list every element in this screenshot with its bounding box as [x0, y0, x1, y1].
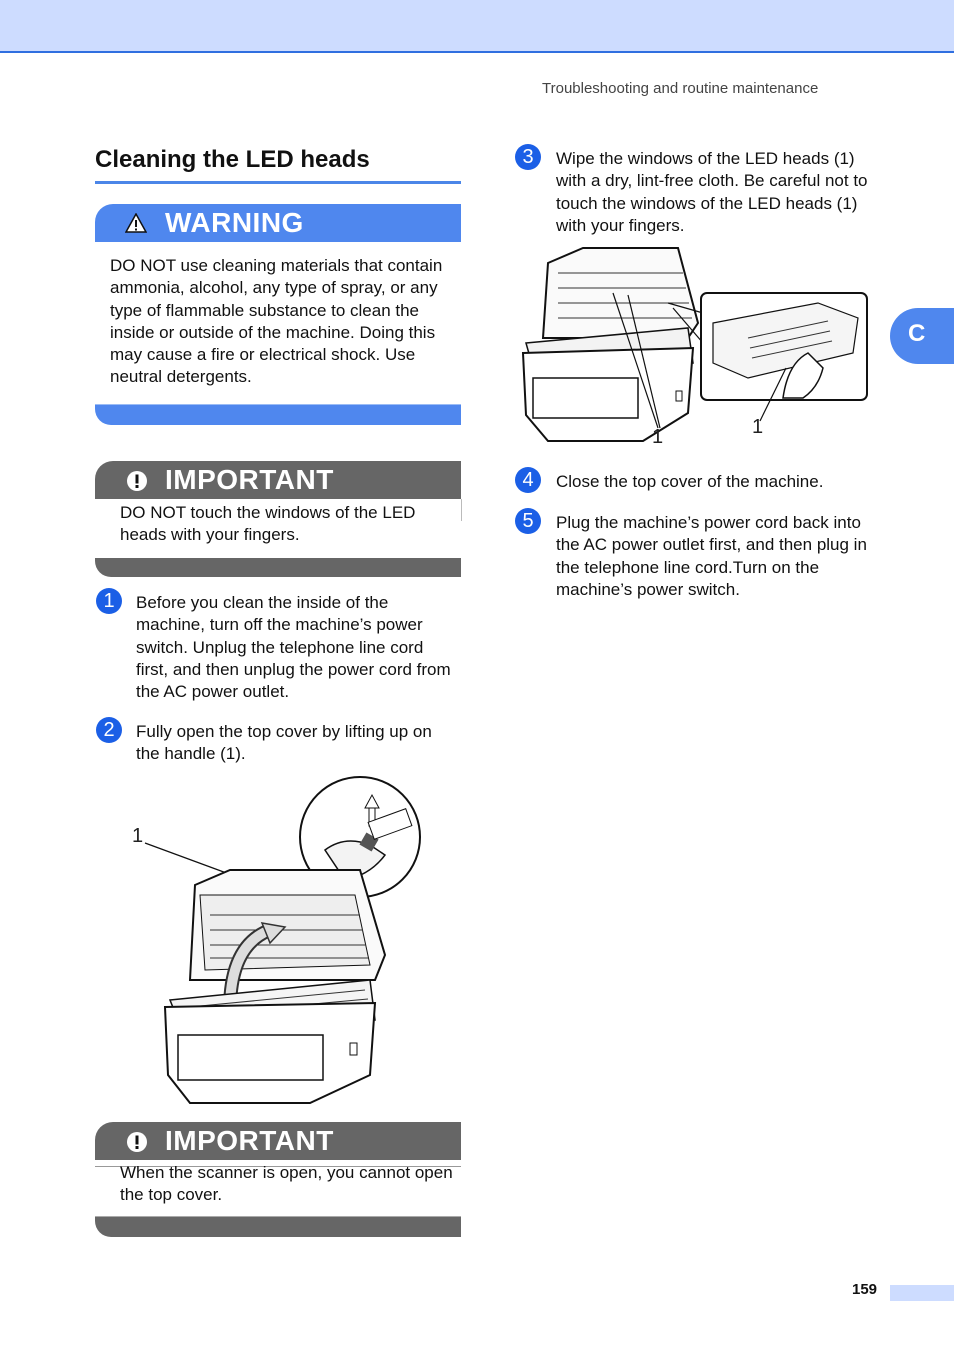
- important-footer-2: [95, 1216, 461, 1237]
- section-title: Cleaning the LED heads: [95, 146, 370, 173]
- warning-footer: [95, 404, 461, 425]
- exclamation-icon: [127, 471, 147, 491]
- page-number: 159: [852, 1281, 878, 1298]
- open-top-cover-illustration: [144, 776, 421, 1104]
- top-band: [0, 0, 954, 53]
- figure-callout-1: 1: [132, 825, 144, 847]
- step-number-2: 2: [96, 717, 122, 743]
- important-footer-1: [95, 558, 461, 577]
- warning-text: DO NOT use cleaning materials that conta…: [110, 256, 443, 387]
- warning-label: WARNING: [165, 207, 304, 238]
- warning-triangle-icon: [125, 213, 147, 233]
- important-header-2: IMPORTANT: [95, 1122, 461, 1160]
- step-text-2: Fully open the top cover by lifting up o…: [136, 722, 432, 764]
- step-number-1: 1: [96, 588, 122, 614]
- important-side-rule: [461, 499, 462, 521]
- chapter-tab-letter: C: [908, 320, 926, 347]
- important-text-1: DO NOT touch the windows of the LED head…: [120, 503, 416, 545]
- title-rule: [95, 181, 461, 184]
- important-text-2: When the scanner is open, you cannot ope…: [120, 1163, 453, 1205]
- page-tab: [890, 1285, 954, 1301]
- step-text-5: Plug the machine’s power cord back into …: [556, 513, 867, 599]
- step-number-5: 5: [515, 508, 541, 534]
- running-head: Troubleshooting and routine maintenance: [542, 80, 819, 97]
- step-number-3: 3: [515, 144, 541, 170]
- step-text-4: Close the top cover of the machine.: [556, 472, 824, 491]
- important-label-2: IMPORTANT: [165, 1125, 334, 1156]
- important-header-1: IMPORTANT: [95, 461, 461, 499]
- figure-callout-2a: 1: [652, 426, 664, 448]
- step-number-4: 4: [515, 467, 541, 493]
- chapter-tab: C: [890, 308, 954, 364]
- warning-header: WARNING: [95, 204, 461, 242]
- step-text-1: Before you clean the inside of the machi…: [136, 593, 451, 702]
- important-label-1: IMPORTANT: [165, 464, 334, 495]
- important-rule-2: [95, 1166, 461, 1167]
- step-text-3: Wipe the windows of the LED heads (1) wi…: [556, 149, 868, 235]
- exclamation-icon: [127, 1132, 147, 1152]
- figure-callout-2b: 1: [752, 416, 764, 438]
- led-heads-illustration: [521, 247, 868, 442]
